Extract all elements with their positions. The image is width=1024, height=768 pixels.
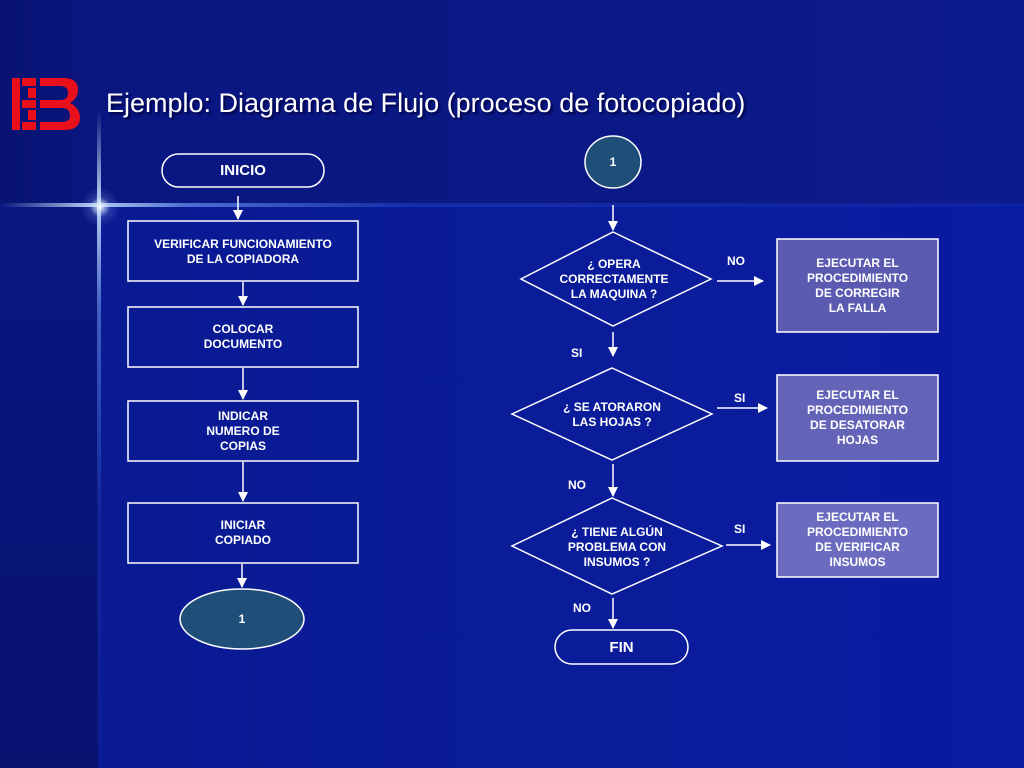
- connector-in-circle: [584, 135, 642, 189]
- decision-opera: ¿ OPERA CORRECTAMENTE LA MAQUINA ?: [559, 256, 669, 301]
- end-terminal: [554, 629, 689, 665]
- decision-insumos: ¿ TIENE ALGÚN PROBLEMA CON INSUMOS ?: [567, 524, 667, 569]
- vertical-glow-line: [97, 110, 101, 768]
- action-corregir: EJECUTAR EL PROCEDIMIENTO DE CORREGIR LA…: [806, 255, 909, 315]
- decision-diamond: [510, 497, 724, 595]
- step-indicar: INDICAR NUMERO DE COPIAS: [206, 408, 280, 453]
- process-box: [127, 220, 359, 282]
- process-box: [127, 502, 359, 564]
- action-box: [776, 374, 939, 462]
- action-box: [776, 238, 939, 333]
- action-box: [776, 502, 939, 578]
- slide-title: Ejemplo: Diagrama de Flujo (proceso de f…: [106, 88, 746, 118]
- branch-label-si: SI: [571, 346, 583, 360]
- end-label: FIN: [609, 638, 634, 656]
- connector-in-label: 1: [609, 154, 617, 169]
- left-band: [0, 205, 99, 768]
- step-colocar: COLOCAR DOCUMENTO: [203, 322, 283, 351]
- start-label: INICIO: [220, 162, 266, 179]
- step-iniciar: INICIAR COPIADO: [214, 518, 271, 547]
- logo-icon: [12, 78, 80, 130]
- branch-label-si: SI: [734, 391, 746, 405]
- connector-out-circle: [179, 588, 305, 650]
- branch-label-si: SI: [734, 522, 746, 536]
- decision-diamond: [519, 231, 713, 327]
- decision-diamond: [510, 367, 714, 461]
- branch-label-no: NO: [573, 601, 591, 615]
- horizontal-glow-line: [0, 203, 1024, 207]
- connector-out-label: 1: [238, 611, 246, 626]
- action-desatorar: EJECUTAR EL PROCEDIMIENTO DE DESATORAR H…: [806, 388, 909, 447]
- process-box: [127, 400, 359, 462]
- branch-label-no: NO: [727, 254, 745, 268]
- action-verificar: EJECUTAR EL PROCEDIMIENTO DE VERIFICAR I…: [806, 510, 909, 569]
- branch-label-no: NO: [568, 478, 586, 492]
- start-terminal: [161, 153, 325, 188]
- sparkle-icon: [80, 187, 120, 227]
- decision-atoraron: ¿ SE ATORARON LAS HOJAS ?: [563, 400, 661, 429]
- process-box: [127, 306, 359, 368]
- step-verificar: VERIFICAR FUNCIONAMIENTO DE LA COPIADORA: [154, 237, 332, 266]
- header-band: [0, 0, 1024, 205]
